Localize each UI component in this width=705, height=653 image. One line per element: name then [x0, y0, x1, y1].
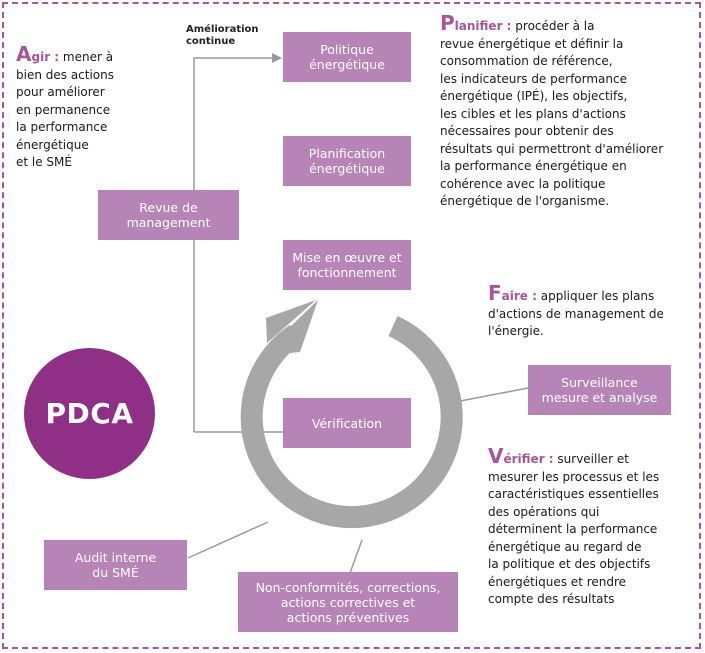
feedback-line — [193, 57, 280, 432]
agir-keyword: Agir : — [16, 42, 60, 66]
box-surveillance: Surveillance mesure et analyse — [528, 365, 671, 415]
box-non-conformites: Non-conformités, corrections, actions co… — [238, 572, 458, 632]
box-audit-interne: Audit interne du SMÉ — [44, 540, 187, 590]
box-mise-en-oeuvre: Mise en œuvre et fonctionnement — [283, 240, 411, 290]
pdca-cycle-arrowhead-tip — [260, 300, 318, 356]
pdca-label: PDCA — [45, 397, 134, 430]
feedback-arrowhead — [272, 53, 282, 63]
box-verification: Vérification — [283, 398, 411, 448]
verifier-paragraph: Vérifier : surveiller et mesurer les pro… — [488, 444, 660, 606]
planifier-paragraph: Planifier : procéder à la revue énergéti… — [440, 11, 664, 208]
box-planification-energetique: Planification énergétique — [283, 136, 411, 186]
box-revue-de-management: Revue de management — [98, 190, 239, 240]
audit-line — [187, 521, 269, 559]
faire-paragraph: Faire : appliquer les plans d'actions de… — [488, 281, 664, 338]
pdca-circle: PDCA — [24, 348, 155, 479]
faire-keyword: Faire : — [488, 281, 537, 305]
verifier-keyword: Vérifier : — [488, 444, 554, 468]
nonconf-line — [349, 539, 363, 574]
planifier-keyword: Planifier : — [440, 11, 512, 35]
amelioration-continue-label: Amélioration continue — [186, 24, 259, 47]
surveillance-line — [454, 387, 529, 403]
pdca-cycle-arrow — [240, 315, 463, 529]
pdca-cycle-arrowhead — [266, 300, 316, 343]
box-politique-energetique: Politique énergétique — [283, 32, 411, 82]
agir-paragraph: Agir : mener à bien des actions pour amé… — [16, 42, 115, 169]
